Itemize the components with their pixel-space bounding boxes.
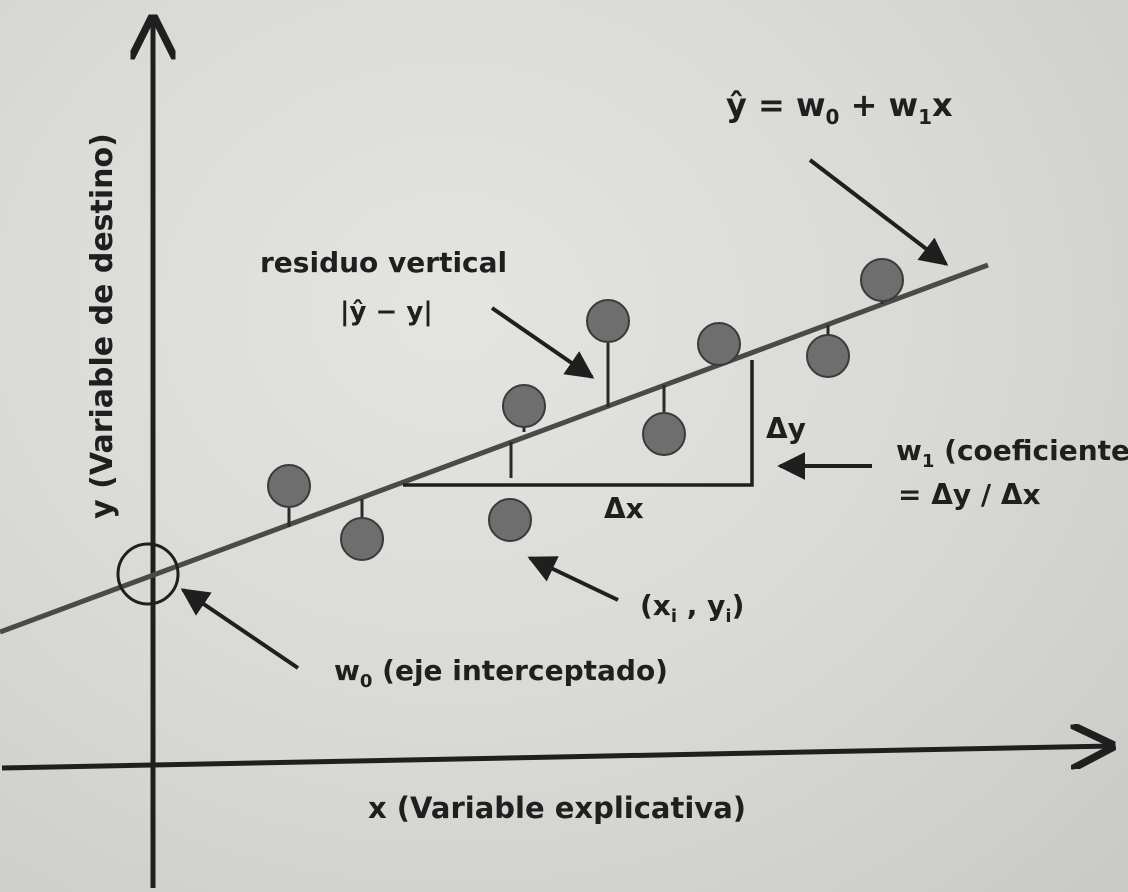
data-point: [488, 498, 532, 542]
data-point: [586, 299, 630, 343]
data-point: [806, 334, 850, 378]
coefficient-label: w1 (coeficiente): [896, 434, 1128, 472]
intercept-label: w0 (eje interceptado): [334, 654, 668, 692]
y-axis-label: y (Variable de destino): [85, 133, 120, 519]
x-axis: [1, 746, 1112, 771]
data-point: [697, 322, 741, 366]
data-points: [267, 258, 904, 561]
residual-title: residuo vertical: [260, 246, 507, 279]
data-point: [642, 412, 686, 456]
data-point: [340, 517, 384, 561]
equation-arrow: [808, 158, 949, 266]
x-axis-label: x (Variable explicativa): [368, 791, 746, 825]
equation-label: ŷ = w0 + w1x: [726, 86, 953, 129]
residual-stems: [287, 300, 884, 527]
data-point: [267, 464, 311, 508]
intercept-arrow: [180, 588, 300, 670]
point-arrow: [527, 556, 619, 602]
regression-line: [0, 262, 989, 635]
intercept-circle: [116, 542, 180, 606]
coefficient-formula: = Δy / Δx: [898, 478, 1041, 511]
data-point: [860, 258, 904, 302]
residual-formula: |ŷ − y|: [340, 297, 433, 327]
delta-x-label: Δx: [604, 492, 644, 525]
data-point: [502, 384, 546, 428]
point-label: (xi , yi): [640, 589, 744, 627]
residual-arrow: [490, 306, 595, 379]
slope-triangle: [403, 360, 754, 487]
delta-y-label: Δy: [766, 412, 806, 445]
